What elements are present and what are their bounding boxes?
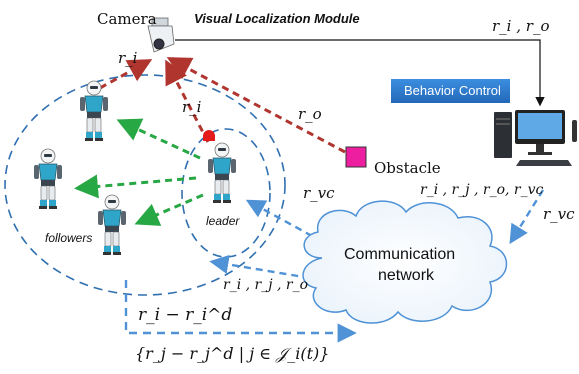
- signal-ri-top: r_i: [118, 49, 138, 67]
- leader-label: leader: [206, 214, 240, 228]
- follower-robot-top: [79, 80, 109, 142]
- blue-arrow-network-group: [209, 254, 311, 280]
- signal-ri-leader: r_i: [182, 98, 202, 116]
- blue-arrow-network-leader: [245, 199, 313, 238]
- signal-pc-to-network: r_i , r_j , r_o, r_vc: [420, 182, 544, 198]
- obstacle-square: [345, 146, 367, 168]
- camera-to-pc-line: [175, 39, 545, 107]
- network-label-line2: network: [378, 267, 435, 284]
- blue-arrow-group-network: [124, 280, 357, 343]
- follower-robot-bottom: [97, 194, 127, 256]
- signal-camera-to-pc: r_i , r_o: [492, 17, 550, 35]
- cloud-icon: [302, 200, 508, 324]
- network-label-line1: Communication: [344, 246, 456, 263]
- blue-arrow-pc-network: [509, 189, 545, 245]
- green-arrow-to-top-follower: [116, 118, 201, 160]
- obstacle-label: Obstacle: [374, 159, 441, 177]
- behavior-control-box: [391, 79, 510, 103]
- followers-label: followers: [45, 231, 93, 245]
- red-arrow-robot-camera: [99, 59, 153, 90]
- signal-rvc-right: r_vc: [543, 205, 575, 223]
- red-arrow-obstacle-camera: [166, 57, 346, 154]
- green-arrow-to-left-follower: [74, 174, 197, 199]
- leader-marker-icon: [203, 130, 215, 141]
- leader-ellipse: [181, 128, 271, 258]
- signal-error-self: r_i − r_i^d: [138, 305, 233, 325]
- camera-icon: [147, 17, 175, 53]
- computer-icon: [494, 110, 577, 166]
- signal-rvc-leader: r_vc: [303, 184, 335, 202]
- signal-network-to-group: r_i , r_j , r_o: [223, 277, 309, 293]
- module-title: Visual Localization Module: [194, 11, 360, 26]
- leader-robot: [207, 142, 237, 204]
- signal-ro: r_o: [298, 105, 322, 123]
- green-arrow-to-bottom-follower: [134, 193, 204, 226]
- follower-robot-left: [33, 148, 63, 210]
- behavior-control-label: Behavior Control: [404, 83, 501, 98]
- camera-label: Camera: [97, 10, 157, 28]
- signal-error-neighbors: {r_j − r_j^d | j ∈ 𝒥_i(t)}: [135, 344, 330, 363]
